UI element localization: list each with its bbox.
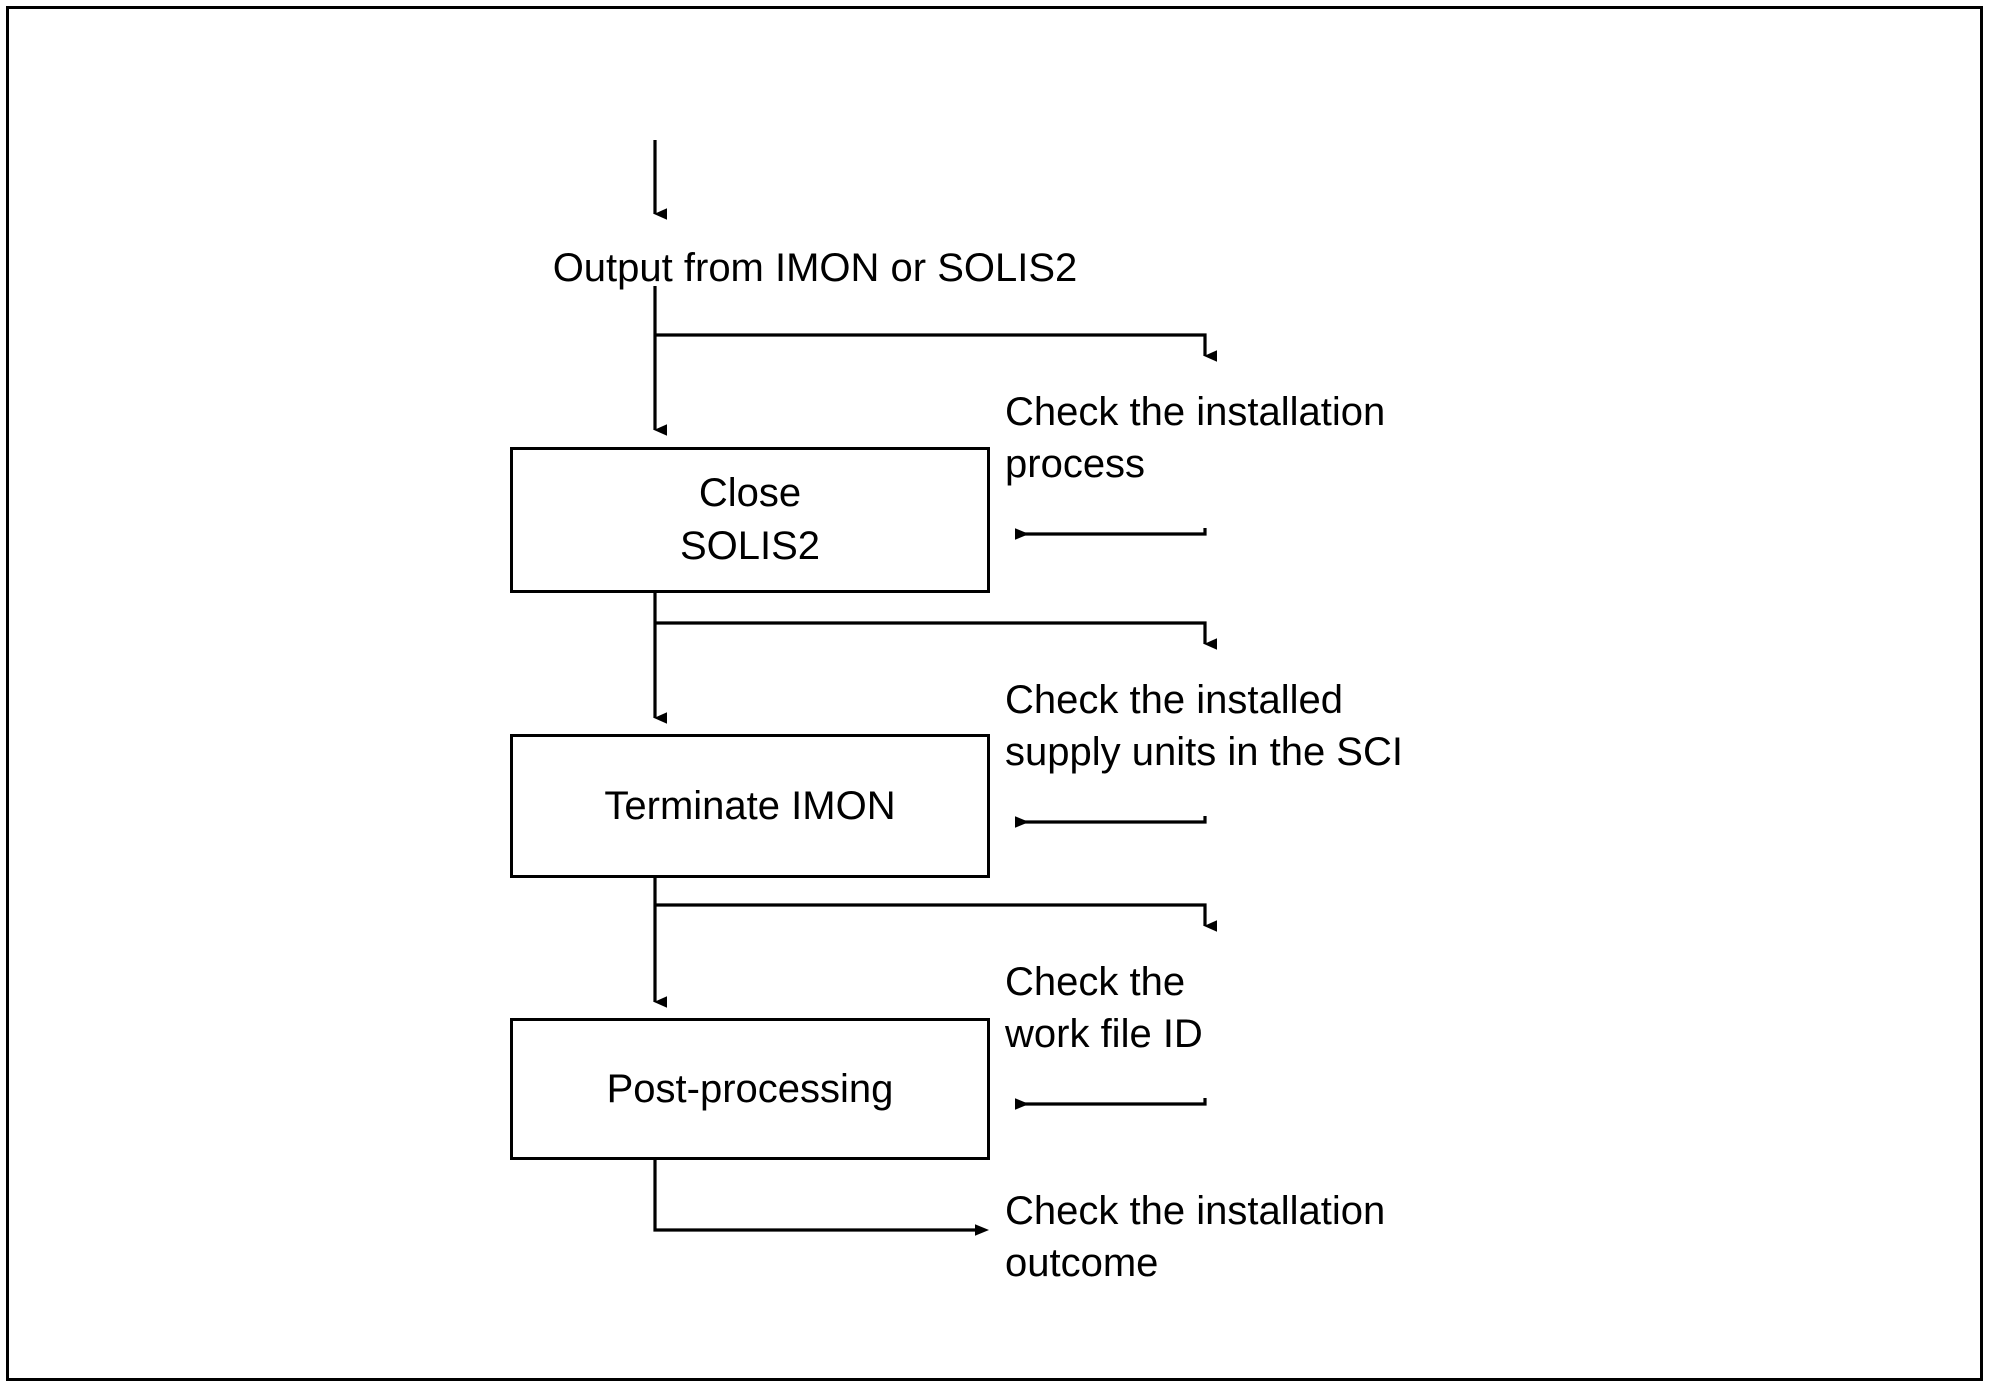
branch-to-check-work-file-id — [655, 903, 1217, 932]
node-close-solis2-line1: Close — [698, 471, 802, 516]
image-border-frame — [6, 6, 1983, 1381]
node-post-processing[interactable]: Post-processing — [510, 1018, 990, 1160]
node-terminate-imon-line1: Terminate IMON — [604, 783, 896, 828]
annotation-check-installed-supply-units: Check the installed supply units in the … — [1005, 678, 1403, 774]
entry-label: Output from IMON or SOLIS2 — [552, 246, 1078, 290]
branch-to-check-installed-supply-units — [655, 621, 1217, 650]
return-from-check-installation-process — [1015, 528, 1207, 540]
return-from-check-installed-supply-units — [1015, 816, 1207, 828]
node-close-solis2[interactable]: Close SOLIS2 — [510, 447, 990, 593]
node-close-solis2-line2: SOLIS2 — [679, 524, 821, 568]
annotation-check-installation-outcome: Check the installation outcome — [1005, 1189, 1386, 1285]
node-terminate-imon[interactable]: Terminate IMON — [510, 734, 990, 878]
annotation-check-work-file-id: Check the work file ID — [1005, 960, 1203, 1056]
return-from-check-work-file-id — [1015, 1098, 1207, 1110]
branch-to-check-installation-process — [655, 333, 1217, 362]
node-post-processing-line1: Post-processing — [606, 1066, 894, 1111]
annotation-check-installation-process: Check the installation process — [1005, 390, 1386, 486]
exit-to-check-installation-outcome — [653, 1160, 989, 1236]
